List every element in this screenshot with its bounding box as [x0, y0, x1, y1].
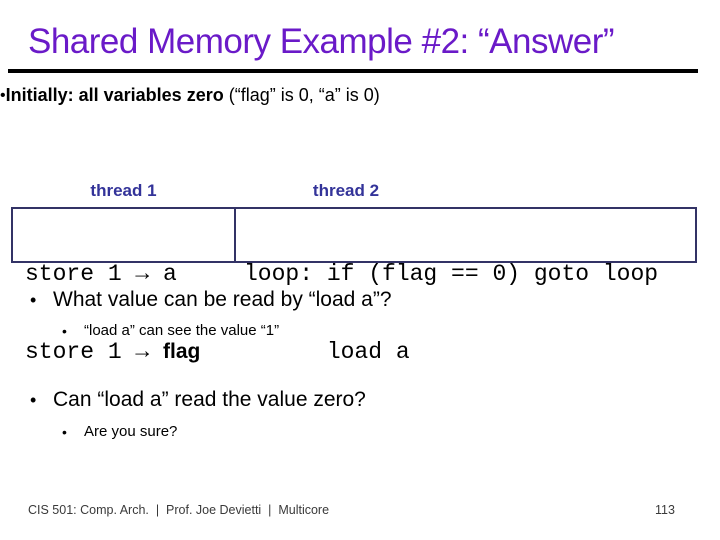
thread2-code-line1: loop: if (flag == 0) goto loop — [244, 261, 659, 287]
title-underline — [8, 69, 698, 73]
thread1-code-line2: store 1 → flag — [25, 339, 234, 365]
thread1-code-line2-prefix: store 1 → — [25, 339, 164, 365]
bullet-marker: • — [0, 87, 6, 104]
thread1-code-box: store 1 → a store 1 → flag — [13, 209, 236, 365]
answer1-text: “load a” can see the value “1” — [84, 322, 280, 339]
thread1-label: thread 1 — [90, 181, 157, 200]
bullet-question1: • What value can be read by “load a”? — [30, 288, 392, 313]
slide-page-number: 113 — [655, 503, 675, 517]
bullet-question2: • Can “load a” read the value zero? — [30, 388, 366, 413]
thread1-code-line2-flag: flag — [163, 340, 201, 363]
bullet-initially-bold: Initially: all variables zero — [5, 85, 224, 105]
thread1-code-line1: store 1 → a — [25, 261, 177, 287]
bullet-marker: • — [30, 290, 37, 310]
answer2-text: Are you sure? — [84, 423, 178, 440]
bullet-marker: • — [62, 323, 67, 339]
slide-title: Shared Memory Example #2: “Answer” — [28, 22, 615, 61]
footer-course-info: CIS 501: Comp. Arch. | Prof. Joe Deviett… — [28, 503, 330, 517]
bullet-marker: • — [62, 424, 67, 440]
question2-text: Can “load a” read the value zero? — [53, 388, 366, 411]
bullet-answer2: • Are you sure? — [62, 423, 177, 442]
bullet-initially-text: Initially: all variables zero (“flag” is… — [6, 85, 380, 106]
thread2-label: thread 2 — [312, 181, 380, 200]
question1-text: What value can be read by “load a”? — [53, 288, 392, 311]
bullet-answer1: • “load a” can see the value “1” — [62, 322, 279, 341]
thread2-code-box: loop: if (flag == 0) goto loop load a — [236, 209, 695, 365]
code-boxes: store 1 → a store 1 → flag loop: if (fla… — [11, 207, 697, 365]
bullet-initially: • Initially: all variables zero (“flag” … — [0, 85, 380, 107]
bullet-marker: • — [30, 390, 37, 410]
thread2-code-line2: load a — [244, 339, 410, 365]
bullet-initially-normal: (“flag” is 0, “a” is 0) — [223, 85, 380, 105]
